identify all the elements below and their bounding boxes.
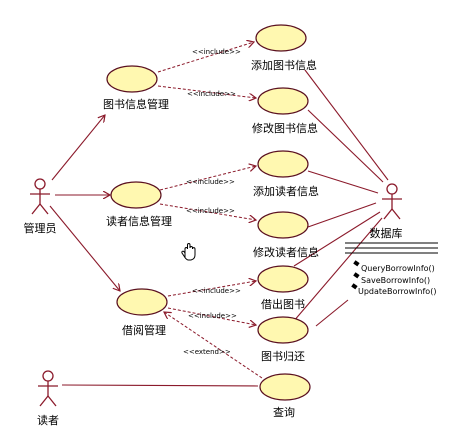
assoc-db-modify-reader (307, 202, 377, 228)
assoc-admin-borrow-mgmt (49, 205, 120, 291)
label-add-book: 添加图书信息 (251, 58, 317, 72)
class-operations-box (345, 242, 438, 290)
assoc-db-query (315, 299, 349, 327)
use-case-borrow-mgmt[interactable] (116, 288, 168, 316)
actor-admin[interactable] (30, 178, 50, 215)
use-case-modify-book[interactable] (257, 87, 309, 115)
assoc-db-borrow-book (293, 211, 381, 267)
stereo-extend: <<extend>> (183, 348, 231, 356)
include-add-reader (159, 166, 256, 191)
label-return-book: 图书归还 (261, 349, 305, 363)
assoc-db-add-book (304, 69, 389, 181)
stereo-include-5: <<include>> (192, 287, 241, 295)
label-database: 数据库 (370, 226, 403, 240)
label-modify-book: 修改图书信息 (252, 121, 318, 135)
use-case-borrow-book[interactable] (257, 265, 309, 293)
label-add-reader: 添加读者信息 (253, 184, 319, 198)
use-case-add-reader[interactable] (257, 150, 309, 178)
actor-reader[interactable] (38, 370, 58, 407)
assoc-db-add-reader (307, 170, 379, 194)
label-borrow-book: 借出图书 (261, 297, 305, 311)
label-admin: 管理员 (24, 221, 57, 235)
actor-database[interactable] (382, 183, 402, 220)
label-query: 查询 (273, 405, 295, 419)
operation-key-icon-3 (351, 283, 358, 290)
use-case-modify-reader[interactable] (257, 211, 309, 239)
assoc-admin-book-mgmt (51, 115, 105, 181)
extend-query (164, 312, 263, 379)
operation-query-borrow-info: QueryBorrowInfo() (361, 264, 435, 273)
include-modify-book (157, 85, 256, 98)
label-book-mgmt: 图书信息管理 (103, 97, 169, 111)
assoc-db-return-book (292, 217, 383, 323)
operation-key-icon-2 (353, 272, 360, 279)
use-case-reader-mgmt[interactable] (110, 181, 162, 209)
include-add-book (157, 42, 254, 73)
operation-save-borrow-info: SaveBorrowInfo() (361, 276, 430, 285)
stereo-include-3: <<include>> (186, 178, 235, 186)
stereo-include-2: <<include>> (187, 90, 236, 98)
assoc-reader-query (61, 384, 259, 387)
label-reader-mgmt: 读者信息管理 (106, 214, 172, 228)
operation-key-icon-1 (353, 260, 360, 267)
include-modify-reader (159, 203, 256, 220)
stereo-include-4: <<include>> (186, 207, 235, 215)
stereo-include-1: <<include>> (192, 48, 241, 56)
label-modify-reader: 修改读者信息 (253, 245, 319, 259)
use-case-query[interactable] (259, 373, 311, 401)
use-case-add-book[interactable] (255, 24, 307, 52)
hand-cursor-icon (181, 242, 196, 261)
operation-update-borrow-info: UpdateBorrowInfo() (358, 287, 436, 296)
assoc-db-modify-book (307, 109, 384, 183)
label-reader: 读者 (37, 413, 59, 427)
stereo-include-6: <<include>> (188, 312, 237, 320)
use-case-return-book[interactable] (257, 316, 309, 344)
use-case-book-mgmt[interactable] (106, 65, 158, 93)
label-borrow-mgmt: 借阅管理 (122, 323, 166, 337)
